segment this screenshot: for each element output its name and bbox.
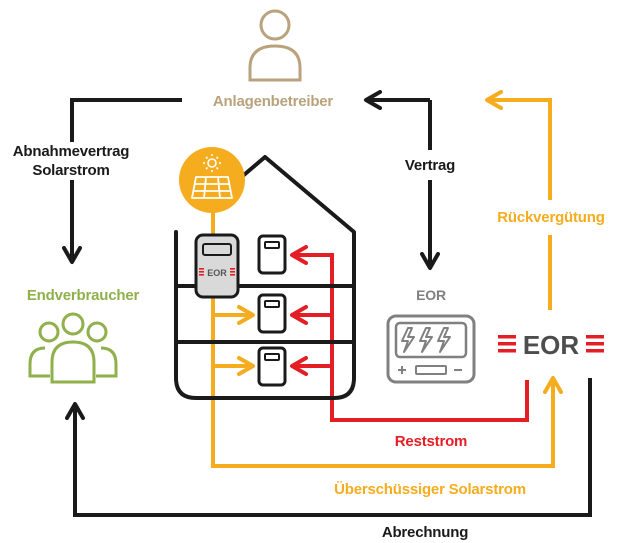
consumer-label: Endverbraucher: [27, 287, 140, 304]
refund-label: Rückvergütung: [497, 209, 604, 226]
contract-right-label: Vertrag: [405, 157, 455, 174]
electricity-meter-icon: [257, 346, 287, 387]
electricity-meter-icon: [257, 293, 287, 334]
refund-arrow: [487, 100, 552, 310]
surplus-solar-line: [211, 200, 563, 468]
billing-arrow: [65, 378, 592, 517]
eor-logo: EOR: [498, 330, 604, 360]
surplus-label: Überschüssiger Solarstrom: [334, 481, 526, 498]
eor-smart-meter-icon: [386, 314, 476, 384]
eor-meter-title: EOR: [416, 287, 446, 303]
residual-label: Reststrom: [395, 433, 467, 450]
operator-label: Anlagenbetreiber: [213, 93, 334, 110]
group-of-people-icon: [28, 312, 118, 384]
person-outline-icon: [248, 9, 302, 82]
eor-logo-text: EOR: [523, 330, 580, 360]
house-main-meter: EOR: [194, 233, 240, 299]
contract-left-arrow: [70, 98, 182, 142]
residual-power-line: [290, 245, 529, 422]
solar-panel-sun-icon: [179, 147, 245, 213]
electricity-meter-icon: [257, 234, 287, 275]
house-meter-eor-logo: EOR: [199, 268, 235, 278]
contract-left-label-line2: Solarstrom: [32, 162, 109, 179]
contract-left-label-line1: Abnahmevertrag: [13, 143, 129, 160]
billing-label: Abrechnung: [382, 524, 468, 541]
house-meter-logo-text: EOR: [207, 268, 227, 278]
